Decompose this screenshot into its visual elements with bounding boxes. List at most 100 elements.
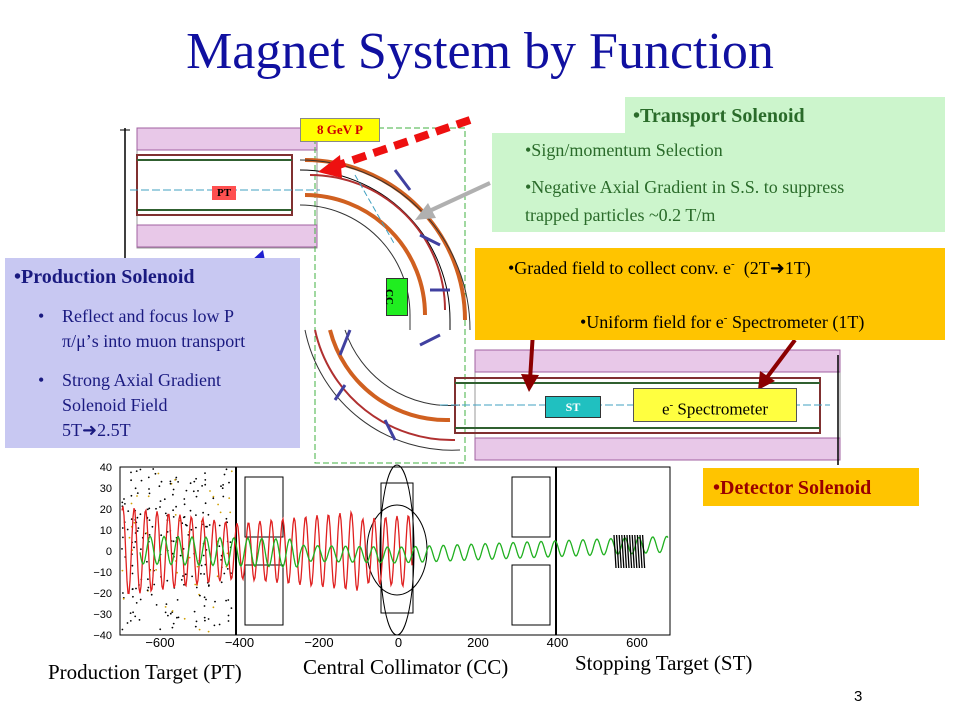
scatter-point [195,495,198,498]
scatter-point [212,497,215,500]
transport-bullet-1: •Sign/momentum Selection [525,140,723,160]
scatter-point [172,540,175,543]
scatter-point [204,619,206,622]
y-tick-label: 10 [100,525,112,537]
scatter-point [159,506,161,508]
scatter-point [160,534,163,537]
scatter-point [132,595,134,598]
scatter-point [169,480,172,483]
production-bullet-2-line1: Strong Axial Gradient [62,370,221,390]
stopping-foil [634,534,638,569]
scatter-point [220,485,222,488]
scatter-point [129,612,132,614]
x-tick-label: 600 [626,635,648,650]
scatter-point [221,487,224,490]
scatter-point [184,523,187,526]
y-tick-label: 20 [100,504,112,516]
scatter-point [222,484,225,486]
scatter-point [200,572,202,575]
scatter-point [172,622,175,625]
scatter-point [139,513,142,516]
scatter-point [166,579,169,582]
scatter-point [164,611,167,614]
scatter-point [219,511,222,514]
production-bullet-2-line2: Solenoid Field [62,395,168,415]
scatter-point [218,545,221,548]
scatter-point [130,502,133,505]
scatter-point [207,513,210,516]
x-tick-label: −200 [304,635,333,650]
scatter-point [131,564,134,567]
production-bullet-2-line3: 5T➜2.5T [62,420,131,440]
scatter-point [136,530,139,532]
negative-track [121,506,413,595]
scatter-point [155,604,158,606]
scatter-point [213,624,216,627]
stopping-foil [621,534,625,569]
scatter-point [135,470,138,472]
scatter-point [152,468,155,470]
y-tick-label: 0 [106,546,112,558]
scatter-point [121,569,124,572]
stopping-target-foils [613,534,646,569]
scatter-point [172,509,175,512]
scatter-point [135,602,138,604]
scatter-point [208,524,211,526]
scatter-point [147,495,150,498]
scatter-point [205,598,207,601]
scatter-point [130,518,133,520]
scatter-point [158,485,161,488]
scatter-point [203,573,206,575]
scatter-point [212,495,215,498]
scatter-point [164,606,167,608]
scatter-point [121,501,124,504]
scatter-point [175,476,178,479]
scatter-point [179,554,182,557]
scatter-point [136,495,138,497]
scatter-point [195,620,198,623]
scatter-point [150,593,153,596]
scatter-point [148,492,151,495]
scatter-point [218,623,221,626]
scatter-point [130,471,132,474]
scatter-point [202,511,205,514]
scatter-point [218,524,221,527]
scatter-point [205,525,207,528]
scatter-point [217,503,220,506]
central-collimator-caption: Central Collimator (CC) [303,655,509,679]
scatter-point [148,488,150,490]
scatter-point [193,480,196,483]
scatter-point [130,494,133,497]
scatter-point [147,476,150,479]
scatter-point [207,630,210,633]
scatter-point [163,498,166,501]
scatter-point [133,546,135,549]
scatter-point [159,628,162,631]
scatter-point [193,610,196,613]
scatter-point [227,614,230,617]
stopping-foil [641,534,646,569]
scatter-point [191,575,194,578]
st-label: ST [545,396,601,418]
scatter-point [172,488,175,491]
scatter-point [154,472,157,475]
scatter-point [126,528,129,531]
scatter-point [192,490,195,493]
scatter-point [209,490,211,492]
stopping-target-caption: Stopping Target (ST) [575,651,753,675]
scatter-point [122,597,125,600]
scatter-point [194,583,197,586]
scatter-point [198,628,201,631]
x-tick-label: 200 [467,635,489,650]
scatter-point [183,617,186,620]
scatter-point [177,616,180,619]
scatter-point [201,485,204,487]
scatter-point [171,610,174,612]
scatter-point [126,622,129,624]
scatter-point [139,598,142,601]
y-tick-label: 30 [100,483,112,495]
scatter-point [135,587,137,590]
y-tick-label: −40 [93,630,112,642]
scatter-point [127,510,130,512]
